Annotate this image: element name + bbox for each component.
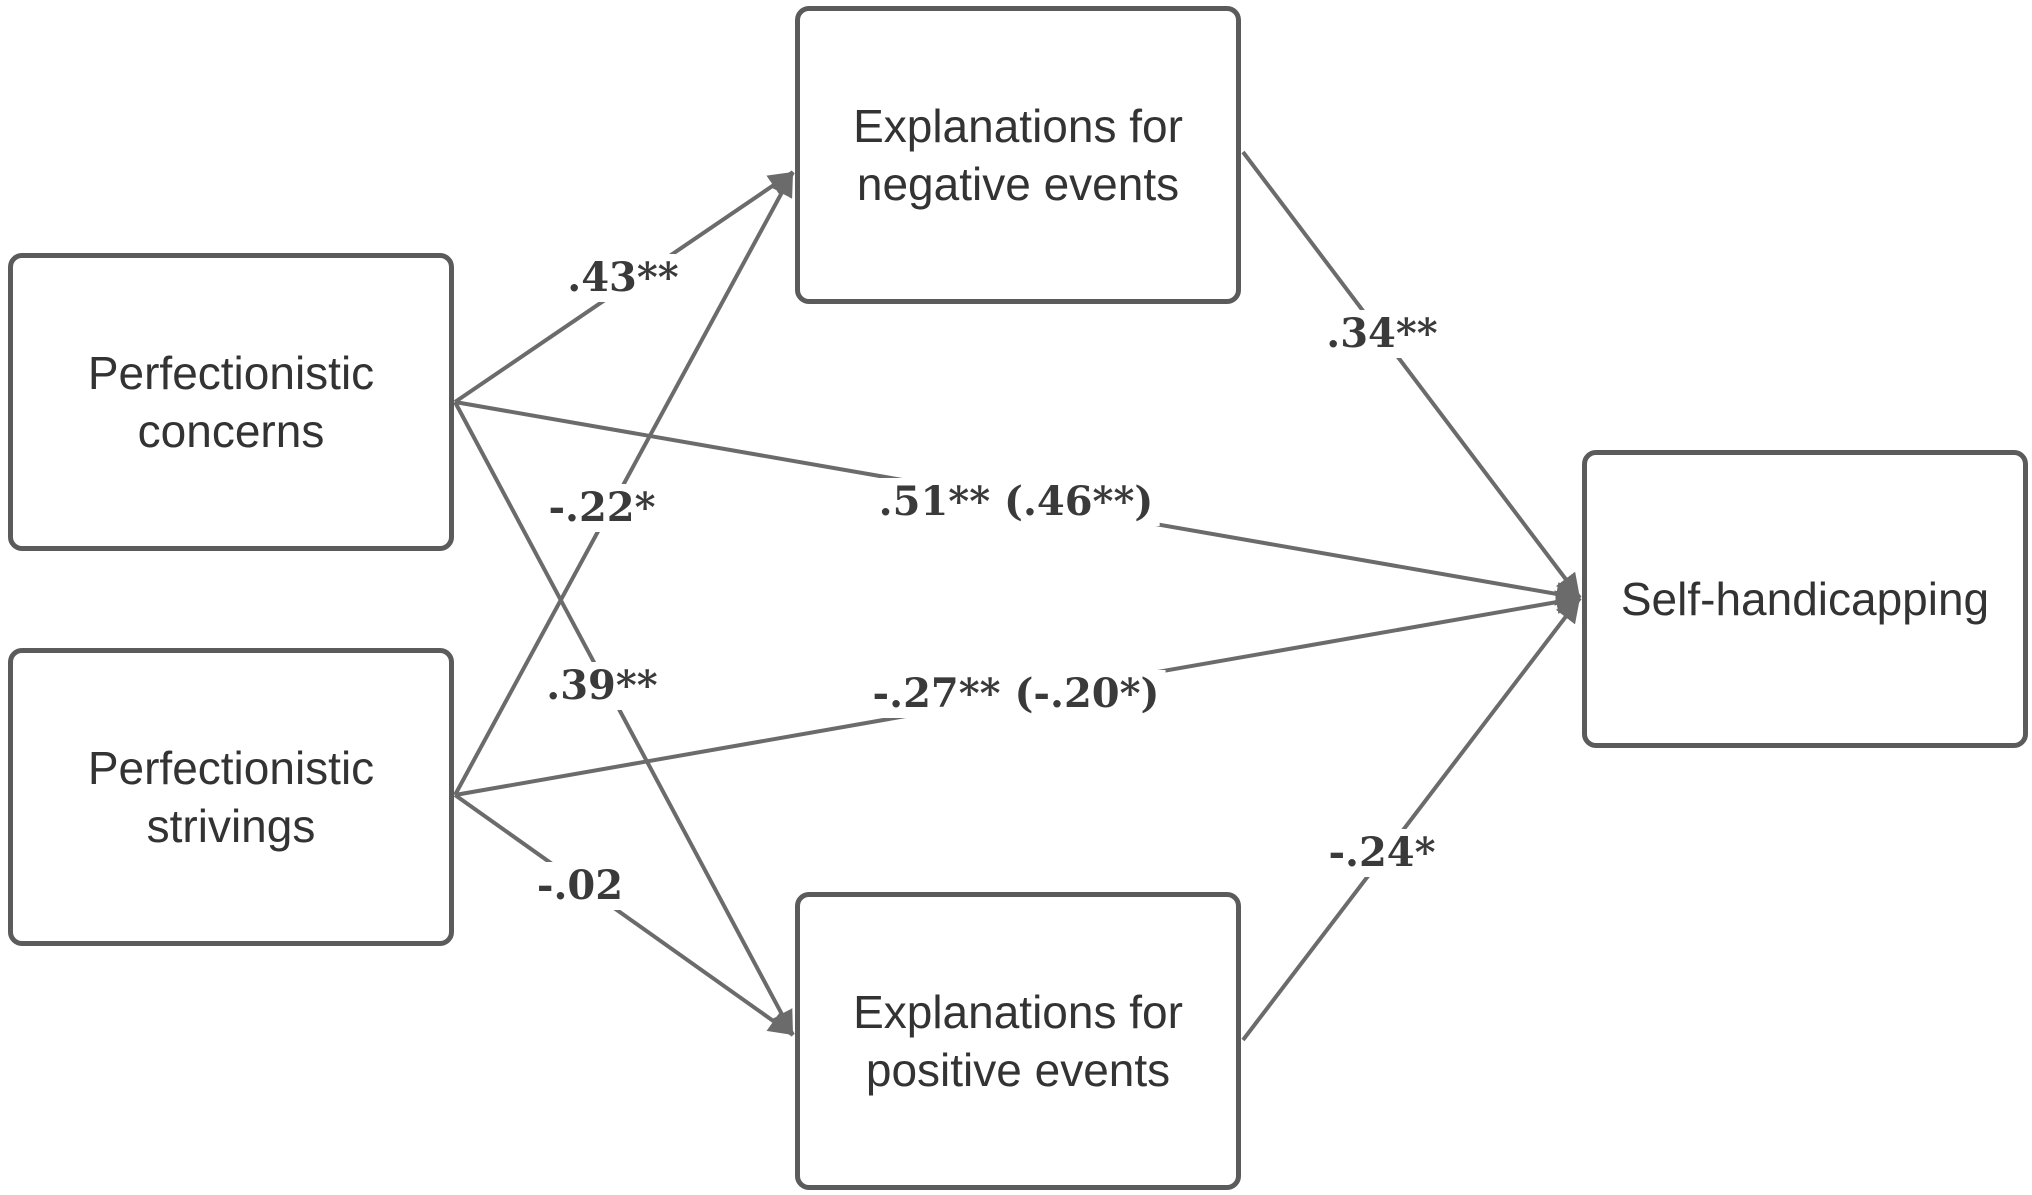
coef-pos-sh: -.24* — [1322, 829, 1442, 877]
arrow-ps-to-pos — [453, 793, 795, 1037]
coef-pc-pos: .39** — [540, 662, 664, 710]
coef-ps-neg: -.22* — [542, 484, 662, 532]
arrow-pos-to-sh — [1241, 596, 1582, 1042]
coef-pc-neg: .43** — [561, 254, 685, 302]
node-explanations-positive: Explanations for positive events — [795, 892, 1241, 1190]
arrow-neg-to-sh — [1241, 150, 1582, 600]
coef-pc-sh: .51** (.46**) — [872, 478, 1160, 526]
node-self-handicapping: Self-handicapping — [1582, 450, 2028, 748]
node-perfectionistic-concerns: Perfectionistic concerns — [8, 253, 454, 551]
arrow-pc-to-pos — [453, 401, 795, 1036]
coef-ps-sh: -.27** (-.20*) — [866, 670, 1166, 718]
coef-ps-pos: -.02 — [530, 862, 630, 910]
node-perfectionistic-strivings: Perfectionistic strivings — [8, 648, 454, 946]
arrow-ps-to-neg — [453, 171, 795, 796]
coef-neg-sh: .34** — [1320, 310, 1444, 358]
node-explanations-negative: Explanations for negative events — [795, 6, 1241, 304]
